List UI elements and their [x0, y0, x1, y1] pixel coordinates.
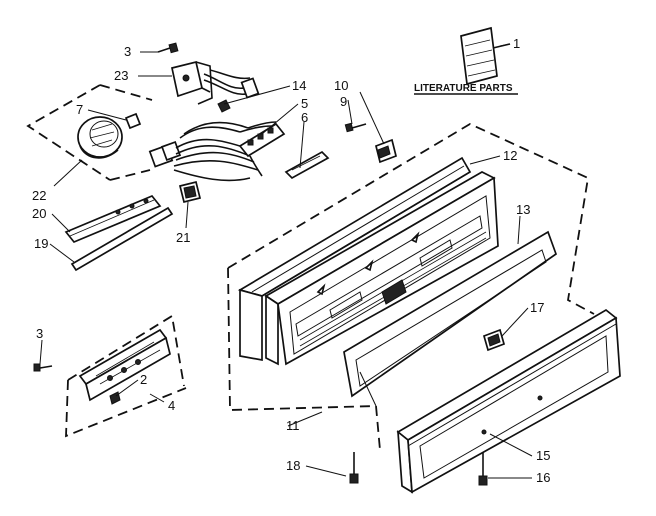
callout-16: 16 — [536, 470, 550, 485]
callout-11: 11 — [286, 418, 300, 433]
callout-1: 1 — [513, 36, 520, 51]
screw-top — [157, 42, 179, 54]
front-control-panel — [264, 171, 499, 366]
callout-22: 22 — [32, 188, 46, 203]
console-dashed-outline — [227, 122, 595, 451]
switch-mount-bracket — [78, 328, 171, 405]
callout-3-lower: 3 — [36, 326, 43, 341]
callout-21: 21 — [176, 230, 190, 245]
callout-20: 20 — [32, 206, 46, 221]
harness-strip — [284, 150, 330, 180]
callout-9: 9 — [340, 94, 347, 109]
callout-23: 23 — [114, 68, 128, 83]
callout-4: 4 — [168, 398, 175, 413]
screw-lower-left — [33, 363, 53, 372]
callout-10: 10 — [334, 78, 348, 93]
display-window-frame — [343, 230, 558, 398]
callout-numbers: 1 3 23 7 14 5 6 10 9 12 13 17 22 20 19 2… — [32, 36, 550, 485]
screw-bottom-left — [349, 452, 359, 484]
screw-bottom-right — [478, 452, 488, 486]
interlock-block — [178, 180, 202, 204]
rear-console-panel — [237, 156, 472, 362]
literature-booklet — [460, 26, 511, 86]
callout-7: 7 — [76, 102, 83, 117]
callout-5: 5 — [301, 96, 308, 111]
literature-parts-caption: LITERATURE PARTS — [414, 83, 513, 94]
screw-mid — [344, 122, 367, 133]
switch-bracket — [170, 60, 213, 105]
timer-motor — [77, 116, 123, 159]
callout-13: 13 — [516, 202, 530, 217]
callout-2: 2 — [140, 372, 147, 387]
wire-harness — [148, 121, 286, 182]
control-strip — [64, 194, 162, 244]
callout-3-top: 3 — [124, 44, 131, 59]
switch-clip — [374, 138, 398, 164]
callout-17: 17 — [530, 300, 544, 315]
callout-12: 12 — [503, 148, 517, 163]
motor-group-dashed-outline — [26, 84, 153, 181]
motor-clip — [124, 112, 142, 130]
callout-19: 19 — [34, 236, 48, 251]
control-strip-bar — [70, 206, 174, 272]
door-latch-button — [482, 328, 506, 352]
callout-6: 6 — [301, 110, 308, 125]
bottom-trim-panel — [396, 308, 621, 494]
callout-15: 15 — [536, 448, 550, 463]
callout-18: 18 — [286, 458, 300, 473]
callout-14: 14 — [292, 78, 306, 93]
leader-lines — [39, 43, 533, 479]
lower-left-dashed-outline — [65, 314, 187, 438]
